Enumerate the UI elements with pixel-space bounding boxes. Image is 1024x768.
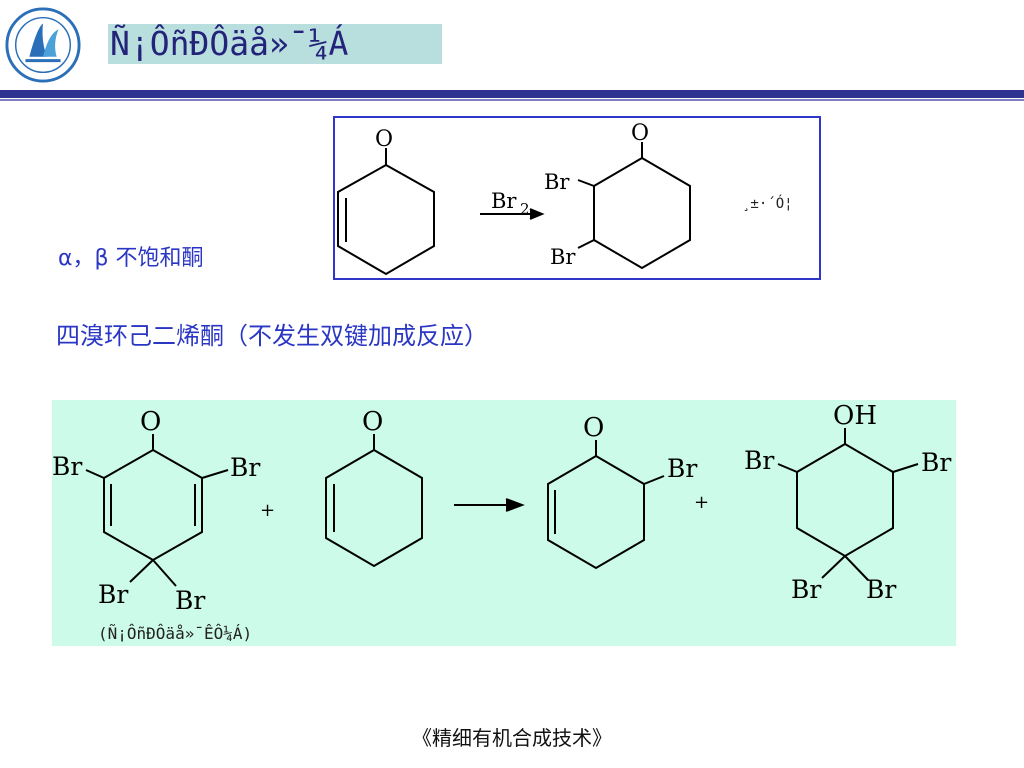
footer-book-title: 《精细有机合成技术》: [412, 726, 612, 750]
bromine-label: Br: [98, 580, 128, 609]
slide-title: Ñ¡ÔñÐÔäå»¯¼Á: [110, 24, 349, 63]
school-logo: [5, 7, 81, 83]
bromine-label: Br: [866, 575, 896, 604]
cyclohexenone-2: O: [325, 407, 423, 568]
plus-sign: +: [260, 500, 275, 521]
bromine-label: Br: [744, 446, 774, 475]
bromine-label: Br: [175, 586, 205, 615]
bromine-label: Br: [52, 452, 82, 481]
bromine-label: Br: [550, 245, 576, 269]
header-bar: [0, 90, 1024, 98]
reagent-note: (Ñ¡ÔñÐÔäå»¯ÊÔ¼Á): [98, 624, 253, 643]
bromine-label: Br: [544, 170, 570, 194]
dibromocyclohexanone: O Br Br: [544, 121, 691, 270]
tetrabromocyclohexadienone: O Br Br Br Br: [52, 407, 260, 615]
cyclohexenone-1: O: [337, 127, 435, 276]
reaction-arrow-1: Br 2: [480, 189, 545, 220]
hydroxyl-label: OH: [833, 401, 877, 431]
title-background: [108, 24, 442, 64]
oxygen-label: O: [583, 413, 604, 443]
oxygen-label: O: [631, 121, 649, 146]
tetrabromo-label: 四溴环己二烯酮（不发生双键加成反应）: [56, 322, 488, 350]
oxygen-label: O: [375, 127, 393, 152]
side-reaction-note: ¸±·´Ó¦: [742, 196, 793, 212]
header-divider: [0, 99, 1024, 101]
tetrabromocyclohexanol: OH Br Br Br Br: [744, 401, 951, 604]
reagent-subscript: 2: [520, 200, 530, 218]
reaction-arrow-2: [454, 498, 525, 512]
bromocyclohexenone: O Br: [547, 413, 697, 570]
bromine-label: Br: [921, 448, 951, 477]
oxygen-label: O: [140, 407, 161, 437]
bromine-label: Br: [230, 453, 260, 482]
reaction1-box: [333, 116, 821, 280]
oxygen-label: O: [362, 407, 383, 437]
plus-sign: +: [694, 492, 709, 513]
alpha-beta-label: α，β 不饱和酮: [58, 246, 204, 271]
bromine-label: Br: [667, 454, 697, 483]
bromine-label: Br: [791, 575, 821, 604]
reagent-br2: Br: [491, 189, 517, 213]
